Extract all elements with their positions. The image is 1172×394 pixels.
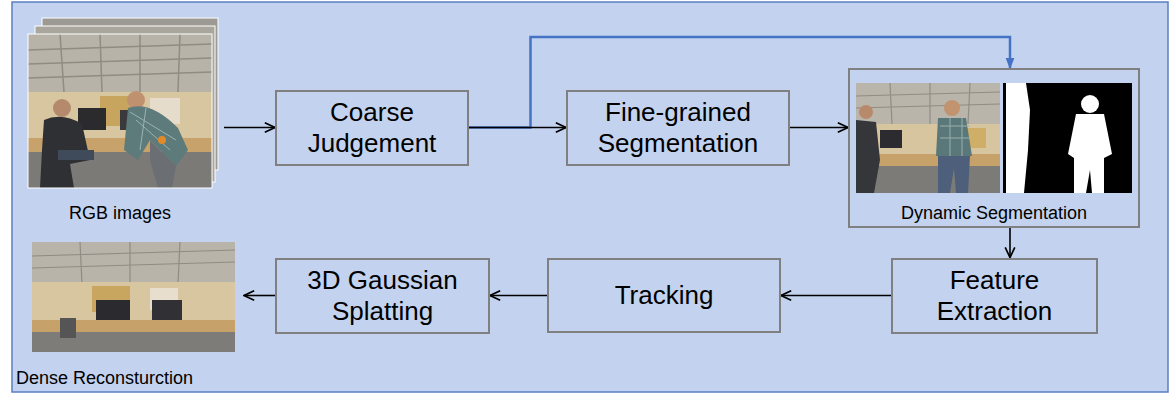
illustration-shape bbox=[1068, 114, 1112, 193]
illustration-shape bbox=[28, 34, 212, 92]
illustration-shape bbox=[856, 83, 1000, 124]
flow-arrow bbox=[490, 295, 547, 297]
illustration-shape bbox=[150, 140, 176, 188]
illustration-shape bbox=[28, 34, 212, 188]
flow-arrow bbox=[1009, 228, 1011, 258]
result-panel: Dynamic Segmentation bbox=[848, 68, 1140, 228]
illustration-shape bbox=[856, 120, 880, 193]
illustration-shape bbox=[1003, 83, 1132, 193]
illustration-shape bbox=[60, 318, 76, 338]
caption-text: Dynamic Segmentation bbox=[901, 203, 1087, 224]
flow-arrow bbox=[244, 295, 275, 297]
illustration-shape bbox=[152, 300, 182, 322]
flow-arrow bbox=[790, 127, 848, 129]
process-box: Fine-grained Segmentation bbox=[566, 90, 790, 166]
illustration-shape bbox=[944, 100, 960, 116]
illustration-shape bbox=[58, 150, 94, 160]
flow-arrow bbox=[469, 127, 566, 129]
flow-arrow bbox=[224, 127, 275, 129]
box-label: 3D Gaussian Splatting bbox=[285, 265, 480, 326]
box-label: Tracking bbox=[615, 280, 714, 311]
illustration-shape bbox=[1081, 95, 1099, 113]
illustration-shape bbox=[28, 34, 212, 188]
illustration-shape bbox=[856, 83, 1000, 193]
caption-text: RGB images bbox=[69, 203, 171, 224]
illustration-shape bbox=[158, 136, 166, 144]
illustration-shape bbox=[32, 242, 235, 352]
rgb-image-stack bbox=[28, 18, 218, 188]
illustration-shape bbox=[940, 118, 970, 156]
box-label: Fine-grained Segmentation bbox=[576, 97, 780, 158]
reconstruction-image bbox=[32, 242, 235, 352]
illustration-shape bbox=[859, 105, 873, 119]
illustration-shape bbox=[936, 118, 972, 156]
illustration-shape bbox=[32, 242, 235, 352]
segmentation-frame bbox=[856, 83, 1132, 193]
illustration-shape bbox=[130, 108, 176, 150]
process-box: 3D Gaussian Splatting bbox=[275, 258, 490, 334]
box-label: Coarse Judgement bbox=[285, 97, 459, 158]
process-box: Coarse Judgement bbox=[275, 90, 469, 166]
process-box: Tracking bbox=[547, 258, 781, 333]
caption-text: Dense Reconsturction bbox=[16, 368, 193, 389]
image-node: RGB images bbox=[20, 12, 220, 224]
image-node: Dense Reconsturction bbox=[16, 238, 242, 389]
flow-arrow bbox=[781, 295, 891, 297]
illustration-shape bbox=[1006, 83, 1030, 193]
background-panel bbox=[12, 2, 1168, 392]
illustration-shape bbox=[880, 130, 902, 148]
box-label: Feature Extraction bbox=[901, 265, 1088, 326]
illustration-shape bbox=[32, 242, 235, 284]
illustration-shape bbox=[938, 156, 970, 193]
process-box: Feature Extraction bbox=[891, 258, 1098, 334]
illustration-shape bbox=[28, 34, 212, 188]
illustration-shape bbox=[53, 99, 71, 117]
illustration-shape bbox=[856, 83, 1000, 193]
illustration-shape bbox=[32, 282, 235, 322]
